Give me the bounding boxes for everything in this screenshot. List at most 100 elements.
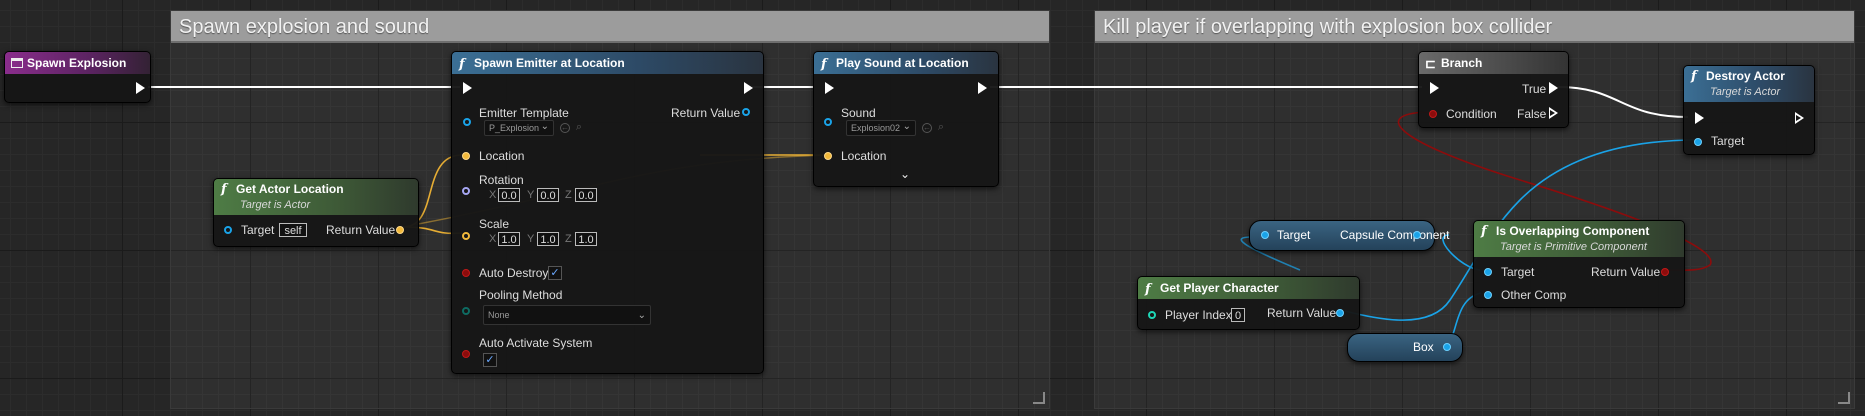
- sound-pin[interactable]: [824, 118, 832, 126]
- get-actor-location-node[interactable]: f Get Actor Location Target is Actor Tar…: [213, 178, 419, 247]
- condition-pin[interactable]: [1429, 110, 1437, 118]
- spawn-explosion-event-node[interactable]: Spawn Explosion: [4, 51, 151, 103]
- scale-y-label: Y: [527, 233, 535, 245]
- browse-asset-icon[interactable]: ⌕: [575, 121, 583, 133]
- target-pin[interactable]: [1694, 138, 1702, 146]
- false-exec-pin-inner: [1550, 110, 1555, 116]
- function-icon: f: [1481, 224, 1487, 239]
- capsule-component-getter[interactable]: Target Capsule Component: [1249, 220, 1449, 251]
- spawn-emitter-node[interactable]: f Spawn Emitter at Location Emitter Temp…: [451, 51, 764, 374]
- get-actor-location-subtitle: Target is Actor: [240, 199, 311, 211]
- scale-y-input[interactable]: 1.0: [537, 232, 559, 246]
- use-selected-asset-icon[interactable]: ←: [560, 123, 570, 133]
- box-getter[interactable]: Box: [1347, 333, 1463, 362]
- scale-x-input[interactable]: 1.0: [498, 232, 520, 246]
- is-overlapping-header[interactable]: f Is Overlapping Component Target is Pri…: [1474, 221, 1684, 257]
- other-comp-pin[interactable]: [1484, 291, 1492, 299]
- exec-out-pin[interactable]: [136, 82, 145, 94]
- comment-title-kill[interactable]: Kill player if overlapping with explosio…: [1095, 11, 1854, 43]
- function-icon: f: [221, 182, 227, 197]
- get-player-character-node[interactable]: f Get Player Character Player Index 0 Re…: [1137, 276, 1360, 330]
- comment-resize-handle[interactable]: [1033, 392, 1045, 404]
- exec-in-pin[interactable]: [1430, 82, 1439, 94]
- get-player-character-header[interactable]: f Get Player Character: [1138, 277, 1359, 299]
- player-index-input[interactable]: 0: [1231, 308, 1245, 322]
- return-value-label: Return Value: [1267, 306, 1337, 320]
- auto-destroy-pin[interactable]: [462, 269, 470, 277]
- location-label: Location: [479, 149, 525, 163]
- capsule-component-label: Capsule Component: [1340, 228, 1450, 242]
- return-value-pin[interactable]: [1661, 268, 1669, 276]
- return-value-pin[interactable]: [396, 226, 404, 234]
- play-sound-node[interactable]: f Play Sound at Location Sound Explosion…: [813, 51, 999, 187]
- exec-in-pin[interactable]: [1695, 112, 1704, 124]
- chevron-down-icon: ⌄: [902, 121, 911, 132]
- expand-chevron-icon[interactable]: ⌄: [900, 167, 911, 181]
- is-overlapping-component-node[interactable]: f Is Overlapping Component Target is Pri…: [1473, 220, 1685, 308]
- emitter-template-dropdown[interactable]: P_Explosion ⌄: [484, 120, 554, 136]
- branch-header[interactable]: ⊏ Branch: [1419, 52, 1568, 74]
- play-sound-header[interactable]: f Play Sound at Location: [814, 52, 998, 74]
- auto-activate-pin[interactable]: [462, 350, 470, 358]
- get-actor-location-title: Get Actor Location: [236, 182, 344, 196]
- destroy-actor-node[interactable]: f Destroy Actor Target is Actor Target: [1683, 65, 1815, 155]
- pooling-method-dropdown[interactable]: None ⌄: [483, 305, 651, 325]
- destroy-actor-header[interactable]: f Destroy Actor Target is Actor: [1684, 66, 1814, 102]
- comment-title-spawn[interactable]: Spawn explosion and sound: [171, 11, 1049, 43]
- rotation-z-input[interactable]: 0.0: [575, 188, 597, 202]
- box-pin[interactable]: [1443, 343, 1451, 351]
- exec-out-pin[interactable]: [978, 82, 987, 94]
- scale-z-input[interactable]: 1.0: [575, 232, 597, 246]
- rotation-pin[interactable]: [462, 187, 470, 195]
- target-self-box[interactable]: self: [279, 223, 307, 237]
- return-value-pin[interactable]: [1336, 309, 1344, 317]
- target-label: Target: [1711, 134, 1745, 148]
- exec-in-pin[interactable]: [463, 82, 472, 94]
- rotation-y-input[interactable]: 0.0: [537, 188, 559, 202]
- rotation-label: Rotation: [479, 173, 524, 187]
- exec-wire: [1557, 86, 1689, 118]
- pooling-method-pin[interactable]: [462, 307, 470, 315]
- emitter-template-pin[interactable]: [463, 118, 471, 126]
- rotation-x-input[interactable]: 0.0: [498, 188, 520, 202]
- destroy-actor-subtitle: Target is Actor: [1710, 86, 1781, 98]
- return-value-label: Return Value: [326, 223, 396, 237]
- exec-out-pin[interactable]: [744, 82, 753, 94]
- rotation-y-label: Y: [527, 189, 535, 201]
- browse-asset-icon[interactable]: ⌕: [937, 121, 945, 133]
- branch-node[interactable]: ⊏ Branch True Condition False: [1418, 51, 1569, 128]
- is-overlapping-subtitle: Target is Primitive Component: [1500, 241, 1647, 253]
- exec-in-pin[interactable]: [825, 82, 834, 94]
- location-pin[interactable]: [824, 152, 832, 160]
- sound-dropdown[interactable]: Explosion02 ⌄: [846, 120, 916, 136]
- scale-label: Scale: [479, 217, 510, 231]
- event-node-header[interactable]: Spawn Explosion: [5, 52, 150, 74]
- get-actor-location-header[interactable]: f Get Actor Location Target is Actor: [214, 179, 418, 215]
- comment-resize-handle[interactable]: [1838, 392, 1850, 404]
- condition-label: Condition: [1446, 107, 1497, 121]
- scale-z-label: Z: [565, 233, 572, 245]
- play-sound-title: Play Sound at Location: [836, 56, 969, 70]
- rotation-x-label: X: [489, 189, 497, 201]
- branch-icon: ⊏: [1425, 56, 1436, 71]
- scale-pin[interactable]: [462, 232, 470, 240]
- spawn-emitter-header[interactable]: f Spawn Emitter at Location: [452, 52, 763, 74]
- branch-title: Branch: [1441, 56, 1483, 70]
- pooling-method-value: None: [488, 310, 510, 320]
- return-value-pin[interactable]: [742, 108, 750, 116]
- auto-activate-checkbox[interactable]: ✓: [483, 353, 497, 367]
- target-pin[interactable]: [224, 226, 232, 234]
- sound-label: Sound: [841, 106, 876, 120]
- location-pin[interactable]: [462, 152, 470, 160]
- true-label: True: [1522, 82, 1547, 96]
- auto-destroy-checkbox[interactable]: ✓: [548, 266, 562, 280]
- player-index-pin[interactable]: [1148, 311, 1156, 319]
- return-value-label: Return Value: [671, 106, 741, 120]
- target-pin[interactable]: [1261, 231, 1269, 239]
- auto-activate-label: Auto Activate System: [479, 336, 593, 350]
- capsule-component-pin[interactable]: [1413, 231, 1421, 239]
- true-exec-pin[interactable]: [1549, 82, 1558, 94]
- target-pin[interactable]: [1484, 268, 1492, 276]
- function-icon: f: [459, 57, 465, 72]
- use-selected-asset-icon[interactable]: ←: [922, 123, 932, 133]
